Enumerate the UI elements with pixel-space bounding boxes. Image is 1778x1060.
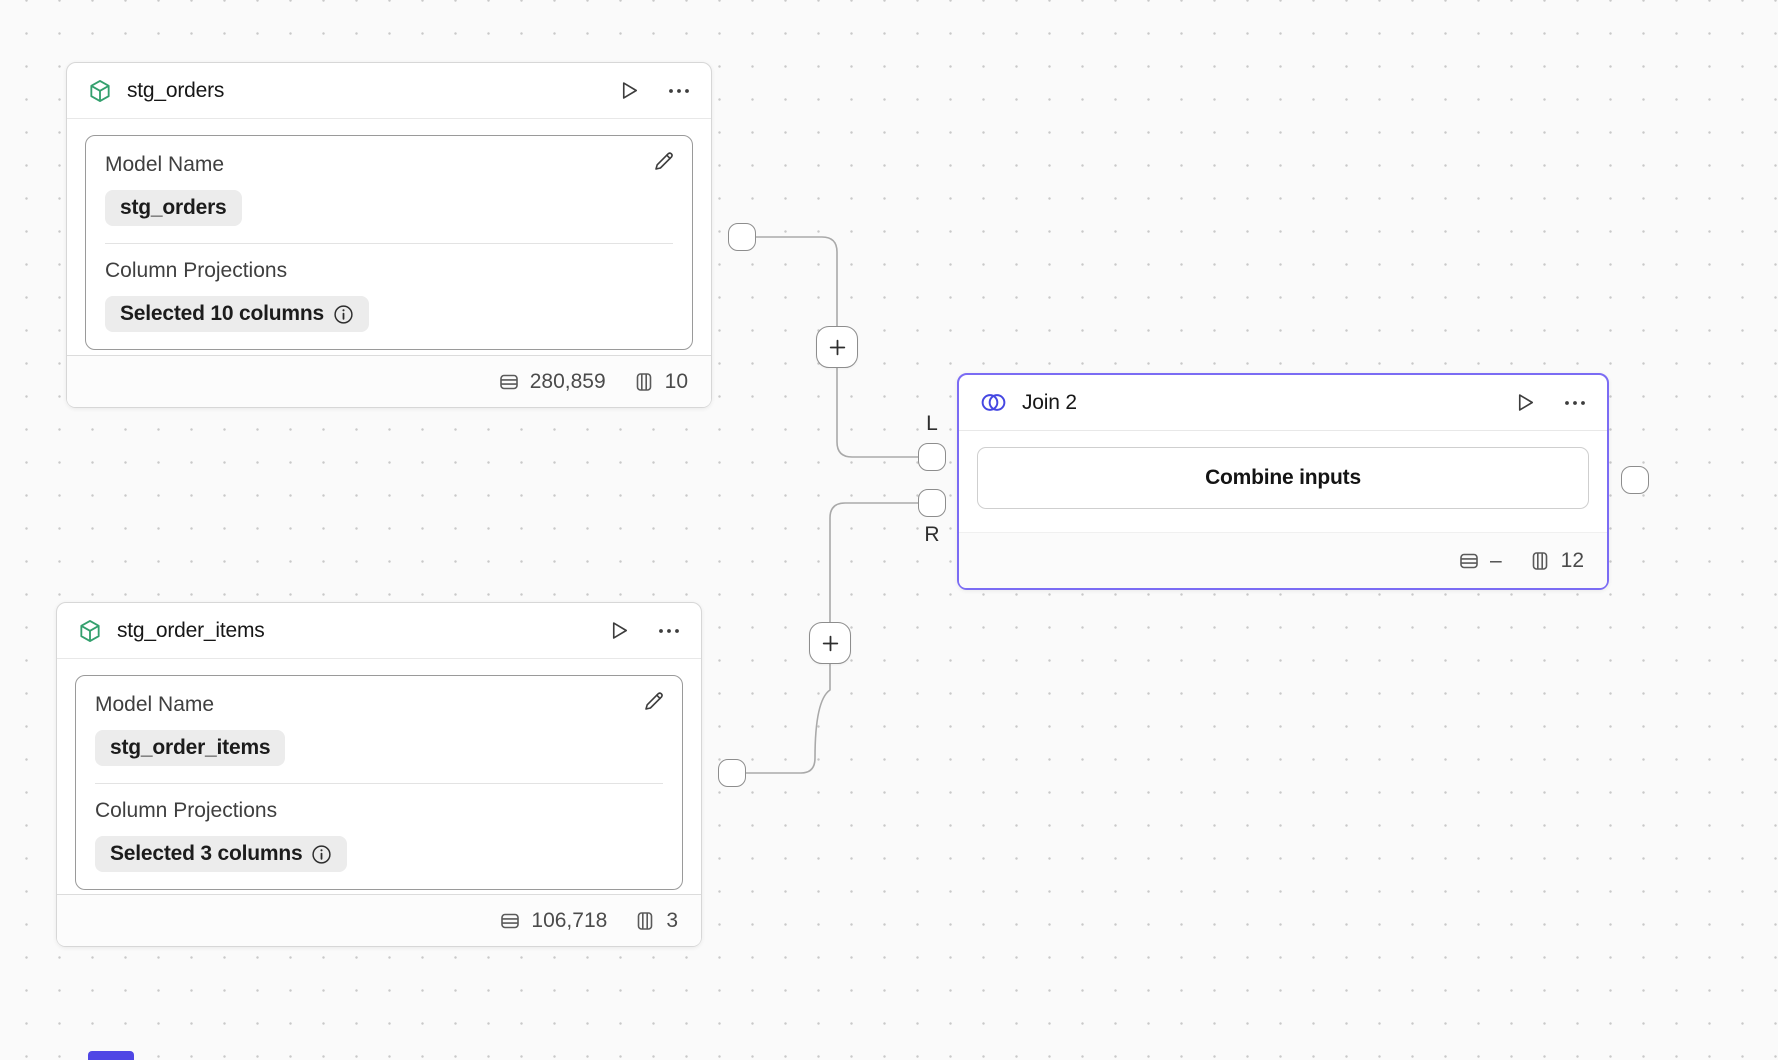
cube-icon (77, 618, 103, 644)
column-projections-label: Column Projections (95, 799, 278, 822)
table-columns-icon (633, 371, 655, 393)
row-count-stat: 106,718 (499, 909, 607, 933)
plus-icon[interactable] (809, 622, 851, 664)
ellipsis-icon[interactable] (1563, 391, 1587, 415)
model-config-card: Model Name stg_order_items Column Projec… (75, 675, 683, 890)
ellipsis-icon[interactable] (657, 619, 681, 643)
join-right-port-label: R (924, 523, 940, 546)
table-rows-icon (499, 910, 521, 932)
table-rows-icon (1458, 550, 1480, 572)
port-join-left-input[interactable] (918, 443, 946, 471)
column-projections-chip[interactable]: Selected 3 columns (95, 836, 348, 872)
node-header: Join 2 (959, 375, 1607, 431)
column-projections-chip[interactable]: Selected 10 columns (105, 296, 369, 332)
node-title: Join 2 (1022, 390, 1077, 414)
port-join-right-input[interactable] (918, 489, 946, 517)
column-count-stat: 12 (1529, 549, 1584, 573)
column-projections-label: Column Projections (105, 259, 288, 282)
play-icon[interactable] (1514, 391, 1537, 414)
node-stats-footer: 280,859 10 (67, 355, 711, 407)
node-stg-orders[interactable]: stg_orders (66, 62, 712, 408)
port-stg-orders-output[interactable] (728, 223, 756, 251)
node-header: stg_order_items (57, 603, 701, 659)
model-config-card: Model Name stg_orders Column Projections… (85, 135, 693, 350)
bottom-accent-bar (88, 1051, 134, 1060)
model-name-label: Model Name (105, 153, 225, 176)
table-columns-icon (634, 910, 656, 932)
column-count-stat: 10 (633, 370, 688, 394)
model-name-label: Model Name (95, 693, 215, 716)
cube-icon (87, 78, 113, 104)
venn-icon (979, 392, 1008, 413)
divider (95, 783, 663, 784)
node-join-2[interactable]: Join 2 Combine inputs (957, 373, 1609, 590)
column-count-stat: 3 (634, 909, 678, 933)
node-title: stg_order_items (117, 618, 265, 642)
pencil-icon[interactable] (652, 149, 676, 173)
info-icon[interactable] (311, 844, 332, 865)
node-title: stg_orders (127, 78, 225, 102)
model-name-chip[interactable]: stg_orders (105, 190, 242, 226)
wire-stg-order-items-to-join-right (745, 502, 918, 774)
port-stg-order-items-output[interactable] (718, 759, 746, 787)
node-stats-footer: 106,718 3 (57, 894, 701, 946)
ellipsis-icon[interactable] (667, 79, 691, 103)
table-rows-icon (498, 371, 520, 393)
play-icon[interactable] (618, 79, 641, 102)
join-body: Combine inputs (959, 431, 1607, 509)
model-name-chip[interactable]: stg_order_items (95, 730, 286, 766)
divider (105, 243, 673, 244)
node-stg-order-items[interactable]: stg_order_items (56, 602, 702, 947)
node-header: stg_orders (67, 63, 711, 119)
row-count-stat: 280,859 (498, 370, 606, 394)
pencil-icon[interactable] (642, 689, 666, 713)
table-columns-icon (1529, 550, 1551, 572)
info-icon[interactable] (333, 304, 354, 325)
combine-inputs-button[interactable]: Combine inputs (977, 447, 1589, 509)
join-left-port-label: L (926, 412, 938, 435)
row-count-stat: – (1458, 549, 1502, 573)
plus-icon[interactable] (816, 326, 858, 368)
port-join-output[interactable] (1621, 466, 1649, 494)
node-stats-footer: – 12 (959, 532, 1607, 588)
play-icon[interactable] (608, 619, 631, 642)
